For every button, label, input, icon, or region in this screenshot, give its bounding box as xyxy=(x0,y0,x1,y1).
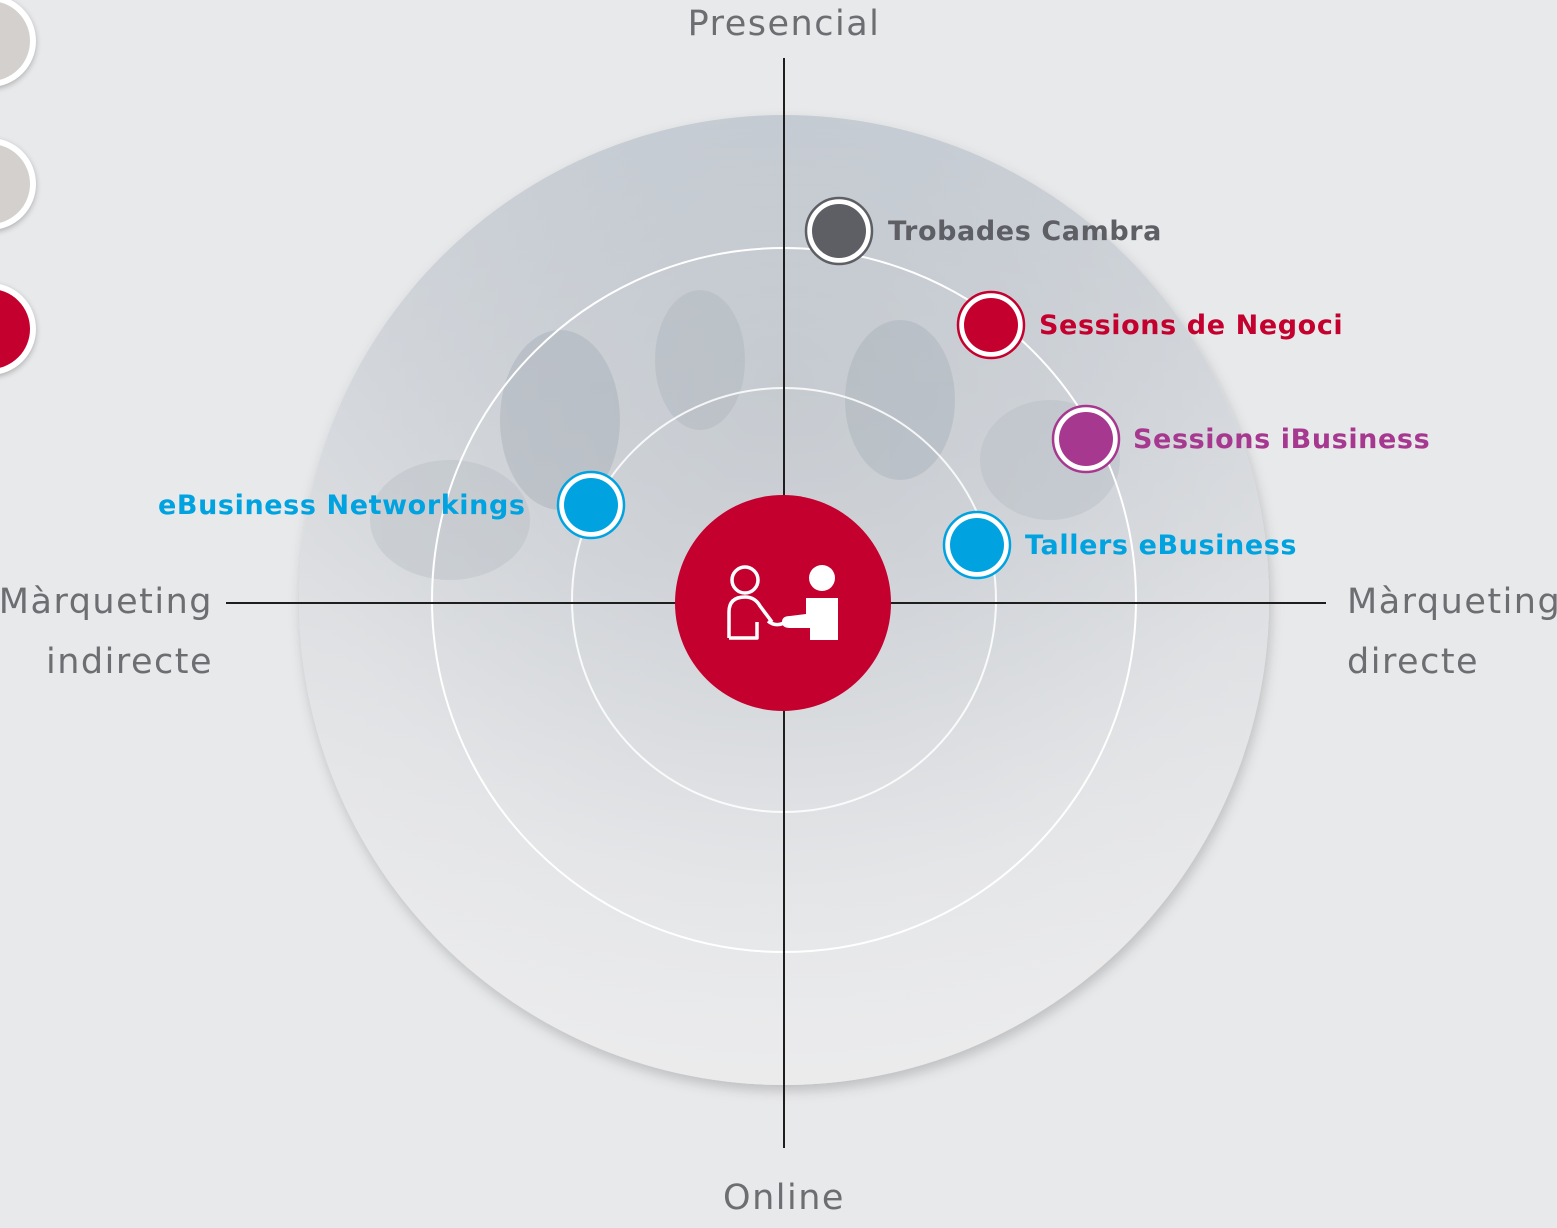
center-circle xyxy=(675,495,891,711)
point-marker-sessions-ibusiness[interactable] xyxy=(1051,404,1121,474)
point-label-ebusiness-networkings: eBusiness Networkings xyxy=(158,490,526,521)
point-marker-trobades-cambra[interactable] xyxy=(804,196,874,266)
point-marker-sessions-de-negoci[interactable] xyxy=(956,290,1026,360)
point-marker-ebusiness-networkings[interactable] xyxy=(556,470,626,540)
point-label-tallers-ebusiness: Tallers eBusiness xyxy=(1025,530,1298,561)
photo-blur-shapes xyxy=(370,290,1120,580)
point-marker-tallers-ebusiness[interactable] xyxy=(942,510,1012,580)
point-label-sessions-ibusiness: Sessions iBusiness xyxy=(1133,424,1431,455)
point-label-trobades-cambra: Trobades Cambra xyxy=(888,216,1163,247)
axis-label-top: Presencial xyxy=(687,4,881,44)
point-label-sessions-de-negoci: Sessions de Negoci xyxy=(1039,310,1344,341)
handshake-people-icon xyxy=(727,565,838,640)
axis-label-bottom: Online xyxy=(723,1178,845,1218)
